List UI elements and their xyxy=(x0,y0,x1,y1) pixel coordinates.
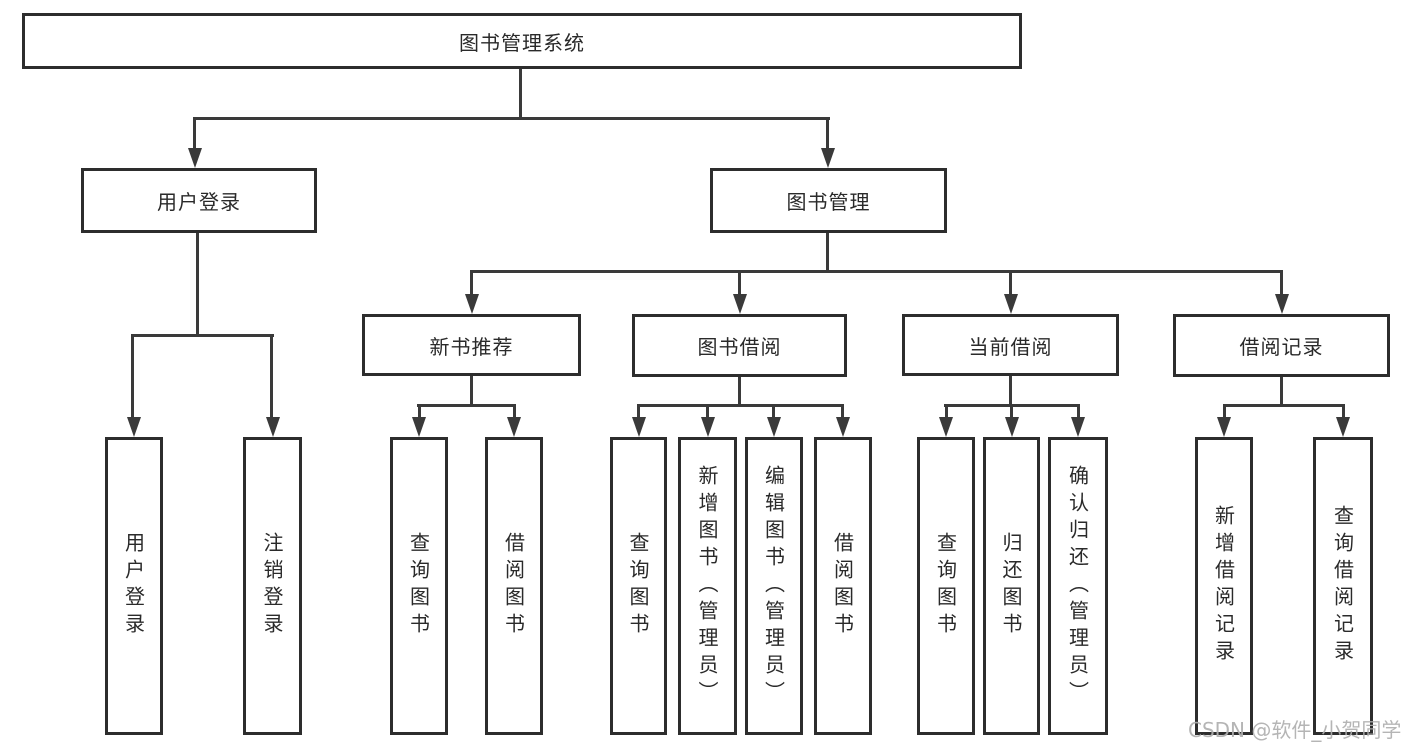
arrow-down-icon xyxy=(1336,417,1350,437)
leaf-borrow-borrow-book: 借阅图书 xyxy=(814,437,872,735)
csdn-watermark: CSDN @软件_小贺同学 xyxy=(1188,718,1402,742)
leaf-logout: 注销登录 xyxy=(243,437,302,735)
arrow-down-icon xyxy=(836,417,850,437)
leaf-user-login: 用户登录 xyxy=(105,437,163,735)
arrow-down-icon xyxy=(701,417,715,437)
node-new-book-recommend: 新书推荐 xyxy=(362,314,581,376)
node-borrow-records-label: 借阅记录 xyxy=(1239,335,1324,359)
leaf-records-query-record: 查询借阅记录 xyxy=(1313,437,1373,735)
node-book-borrow-label: 图书借阅 xyxy=(697,335,782,359)
node-book-management-label: 图书管理 xyxy=(786,190,871,214)
leaf-current-query-book: 查询图书 xyxy=(917,437,975,735)
arrow-down-icon xyxy=(939,417,953,437)
arrow-down-icon xyxy=(1005,417,1019,437)
arrow-down-icon xyxy=(188,148,202,168)
arrow-down-icon xyxy=(266,417,280,437)
node-current-borrow: 当前借阅 xyxy=(902,314,1119,376)
arrow-down-icon xyxy=(1004,294,1018,314)
node-book-borrow: 图书借阅 xyxy=(632,314,847,377)
leaf-borrow-add-book-admin: 新增图书（管理员） xyxy=(678,437,737,735)
arrow-down-icon xyxy=(507,417,521,437)
node-root: 图书管理系统 xyxy=(22,13,1022,69)
arrow-down-icon xyxy=(767,417,781,437)
leaf-newrec-query-book: 查询图书 xyxy=(390,437,448,735)
arrow-down-icon xyxy=(632,417,646,437)
leaf-records-add-record: 新增借阅记录 xyxy=(1195,437,1253,735)
leaf-borrow-query-book: 查询图书 xyxy=(610,437,667,735)
leaf-current-confirm-return-admin: 确认归还（管理员） xyxy=(1048,437,1108,735)
node-borrow-records: 借阅记录 xyxy=(1173,314,1390,377)
arrow-down-icon xyxy=(733,294,747,314)
leaf-newrec-borrow-book: 借阅图书 xyxy=(485,437,543,735)
leaf-current-return-book: 归还图书 xyxy=(983,437,1040,735)
arrow-down-icon xyxy=(127,417,141,437)
arrow-down-icon xyxy=(1217,417,1231,437)
node-user-login: 用户登录 xyxy=(81,168,317,233)
node-current-borrow-label: 当前借阅 xyxy=(968,334,1053,359)
arrow-down-icon xyxy=(1071,417,1085,437)
arrow-down-icon xyxy=(465,294,479,314)
leaf-borrow-edit-book-admin: 编辑图书（管理员） xyxy=(745,437,803,735)
arrow-down-icon xyxy=(1275,294,1289,314)
arrow-down-icon xyxy=(821,148,835,168)
node-root-label: 图书管理系统 xyxy=(459,30,585,55)
node-user-login-label: 用户登录 xyxy=(157,190,241,214)
node-book-management: 图书管理 xyxy=(710,168,947,233)
arrow-down-icon xyxy=(412,417,426,437)
node-new-book-recommend-label: 新书推荐 xyxy=(429,334,514,359)
